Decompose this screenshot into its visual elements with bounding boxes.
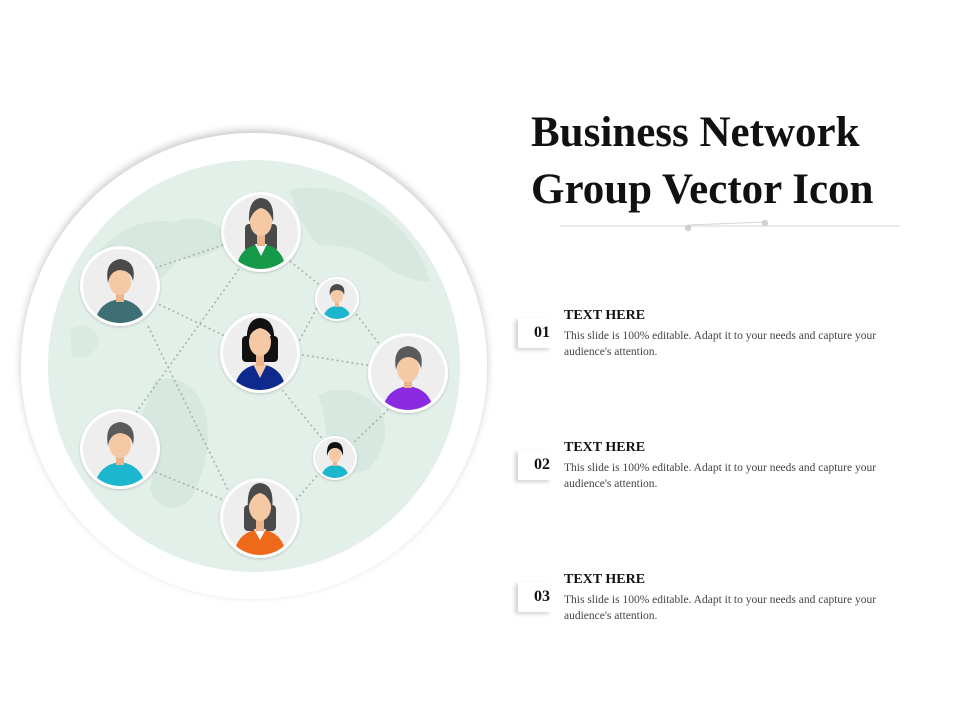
title-divider — [560, 219, 900, 232]
item-body: This slide is 100% editable. Adapt it to… — [564, 330, 877, 358]
item-heading: TEXT HERE — [564, 308, 646, 323]
item-heading: TEXT HERE — [564, 572, 646, 587]
title-line-2: Group Vector Icon — [531, 166, 874, 213]
female-user-icon — [220, 478, 300, 558]
male-user-icon — [80, 246, 160, 326]
item-number: 01 — [518, 318, 552, 348]
item-number: 02 — [518, 450, 552, 480]
female-user-icon — [221, 192, 301, 272]
list-item: 03 TEXT HERE This slide is 100% editable… — [518, 572, 938, 640]
connection-lines — [134, 243, 393, 501]
female-user-icon — [313, 436, 357, 480]
male-user-icon — [368, 333, 448, 413]
list-item: 02 TEXT HERE This slide is 100% editable… — [518, 440, 938, 508]
male-user-icon — [315, 277, 359, 321]
female-user-icon — [220, 313, 300, 393]
item-body: This slide is 100% editable. Adapt it to… — [564, 462, 877, 490]
page-title: Business Network Group Vector Icon — [531, 104, 951, 218]
title-line-1: Business Network — [531, 109, 860, 156]
list-item: 01 TEXT HERE This slide is 100% editable… — [518, 308, 938, 376]
business-network-graphic — [21, 133, 487, 599]
item-number: 03 — [518, 582, 552, 612]
item-body: This slide is 100% editable. Adapt it to… — [564, 594, 877, 622]
male-user-icon — [80, 409, 160, 489]
item-heading: TEXT HERE — [564, 440, 646, 455]
